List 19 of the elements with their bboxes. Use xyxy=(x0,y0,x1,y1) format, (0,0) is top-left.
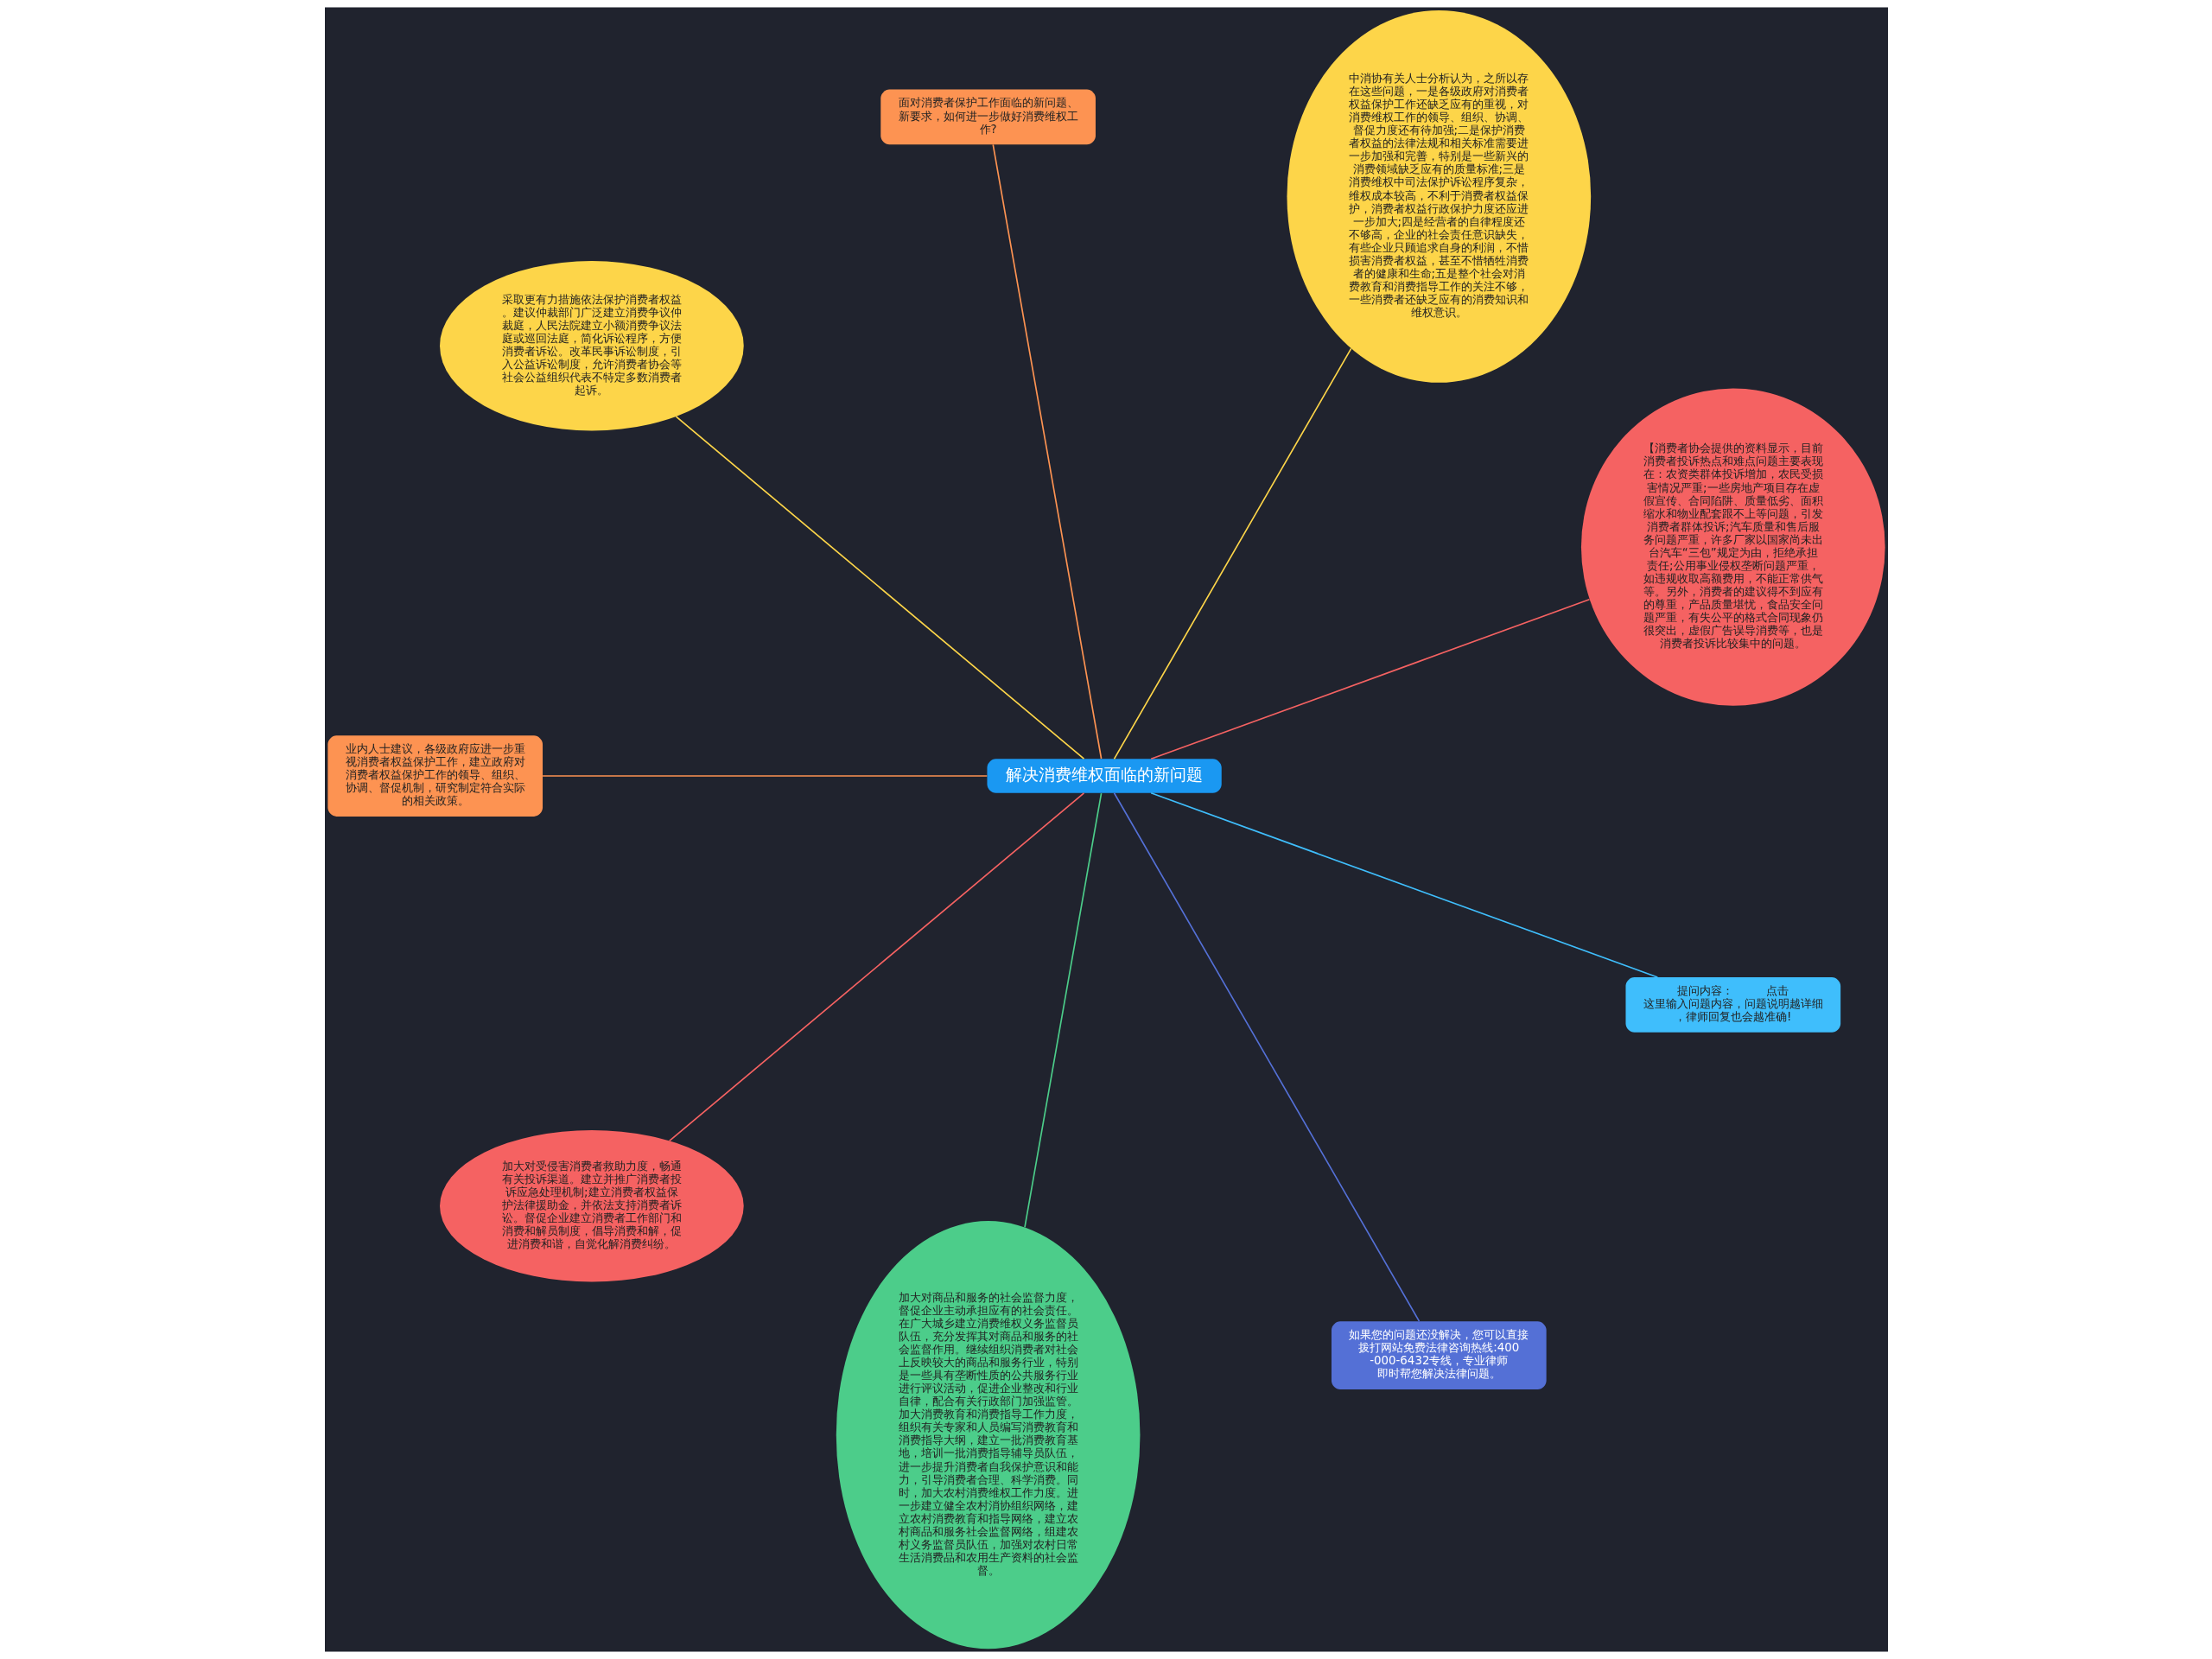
node-ellipse: 加大对商品和服务的社会监督力度，督促企业主动承担应有的社会责任。在广大城乡建立消费维权义务监督员队伍，充分发挥其对商品和服务的社会监督作用。继续组织消费者对社会上反映较大的商品和服务行业，特别是一些具有垄断性质的公共服务行业进行评议活动，促进企业整改和行业自律，配合有关行政部门加强监管。加大消费教育和消费指导工作力度，组织有关专家和人员编写消费教育和消费指导大纲，建立一批消费教育基地，培训一批消费指导辅导员队伍，进一步提升消费者自我保护意识和能力，引导消费者合理、科学消费。同时，加大农村消费维权工作力度。进一步建立健全农村消协组织网络，建立农村消费教育和指导网络，建立农村商品和服务社会监督网络，组建农村义务监督员队伍，加强对农村日常生活消费品和农用生产资料的社会监督。 xyxy=(836,1221,1140,1649)
connector xyxy=(991,143,1102,760)
connector xyxy=(1149,598,1590,760)
connector xyxy=(675,416,1084,760)
node-box: 业内人士建议，各级政府应进一步重视消费者权益保护工作，建立政府对消费者权益保护工作的领导、组织、协调、督促机制，研究制定符合实际的相关政策。 xyxy=(327,735,543,817)
connector xyxy=(1113,347,1352,760)
connector xyxy=(1113,791,1420,1322)
node-ellipse: 采取更有力措施依法保护消费者权益。建议仲裁部门广泛建立消费争议仲裁庭，人民法院建立小额消费争议法庭或巡回法庭，简化诉讼程序，方便消费者诉讼。改革民事诉讼制度，引入公益诉讼制度，允许消费者协会等社会公益组织代表不特定多数消费者起诉。 xyxy=(439,261,744,431)
node-circle: 【消费者协会提供的资料显示，目前消费者投诉热点和难点问题主要表现在：农资类群体投诉增加，农民受损害情况严重;一些房地产项目存在虚假宣传、合同陷阱、质量低劣、面积缩水和物业配套跟不上等问题，引发消费者群体投诉;汽车质量和售后服务问题严重，许多厂家以国家尚未出台汽车“三包”规定为由，拒绝承担责任;公用事业侵权垄断问题严重，如违规收取高额费用，不能正常供气等。另外，消费者的建议得不到应有的尊重，产品质量堪忧，食品安全问题严重，有失公平的格式合同现象仍很突出，虚假广告误导消费等，也是消费者投诉比较集中的问题。 xyxy=(1580,388,1885,706)
node-ellipse: 中消协有关人士分析认为，之所以存在这些问题，一是各级政府对消费者权益保护工作还缺乏应有的重视，对消费维权工作的领导、组织、协调、督促力度还有待加强;二是保护消费者权益的法律法规和相关标准需要进一步加强和完善，特别是一些新兴的消费领域缺乏应有的质量标准;三是消费维权中司法保护诉讼程序复杂，维权成本较高，不利于消费者权益保护，消费者权益行政保护力度还应进一步加大;四是经营者的自律程度还不够高，企业的社会责任意识缺失，有些企业只顾追求自身的利润，不惜损害消费者权益，甚至不惜牺牲消费者的健康和生命;五是整个社会对消费教育和消费指导工作的关注不够，一些消费者还缺乏应有的消费知识和维权意识。 xyxy=(1286,10,1591,383)
node-box: 如果您的问题还没解决，您可以直接拨打网站免费法律咨询热线:400-000-6432专线，专业律师即时帮您解决法律问题。 xyxy=(1331,1321,1547,1390)
node-box: 解决消费维权面临的新问题 xyxy=(986,759,1222,793)
node-box: 面对消费者保护工作面临的新问题、新要求，如何进一步做好消费维权工作? xyxy=(880,89,1096,145)
connector xyxy=(1149,791,1658,978)
node-ellipse: 加大对受侵害消费者救助力度，畅通有关投诉渠道。建立并推广消费者投诉应急处理机制;建立消费者权益保护法律援助金，并依法支持消费者诉讼。督促企业建立消费者工作部门和消费和解员制度，倡导消费和解，促进消费和谐，自觉化解消费纠纷。 xyxy=(439,1130,744,1282)
connector xyxy=(541,775,988,777)
node-box: 提问内容： 点击这里输入问题内容，问题说明越详细，律师回复也会越准确! xyxy=(1624,977,1840,1033)
connector xyxy=(668,792,1084,1142)
connector xyxy=(1023,792,1102,1229)
